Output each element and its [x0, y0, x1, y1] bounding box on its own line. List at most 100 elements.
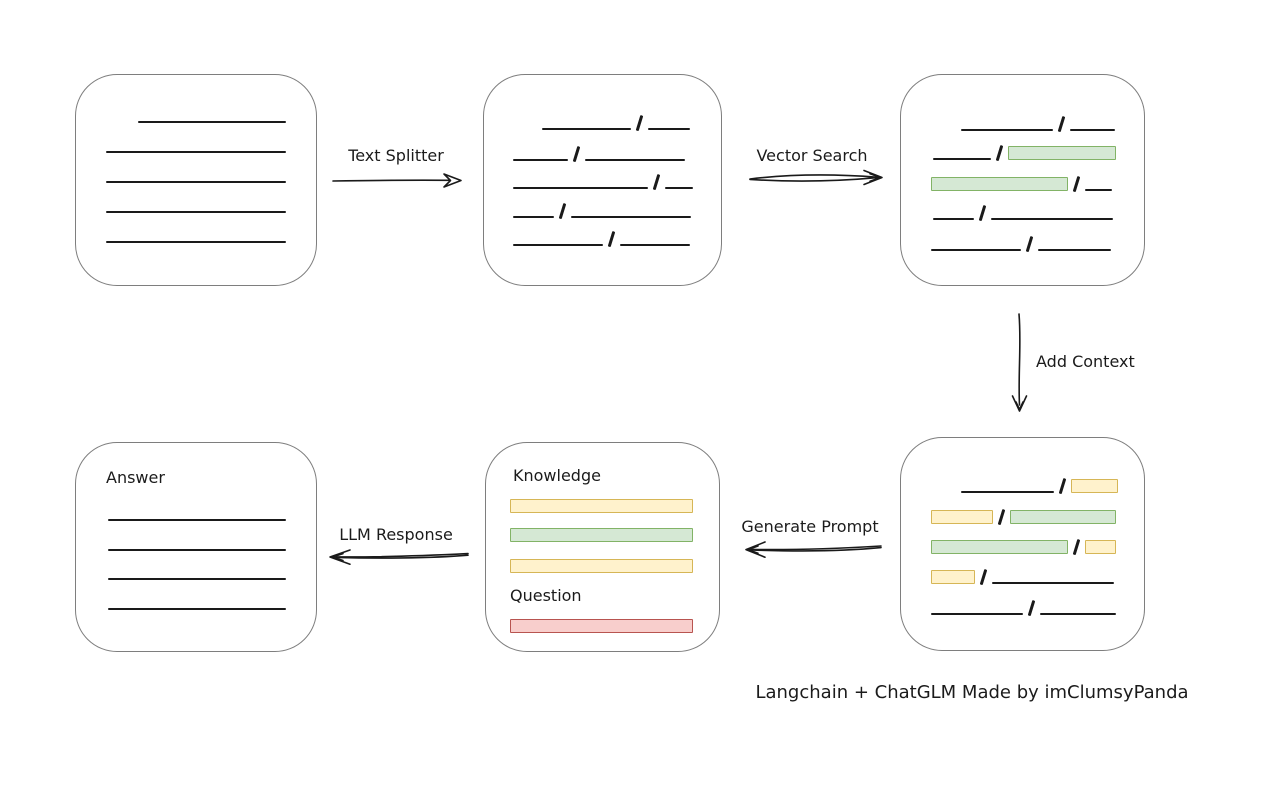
text-line: [1069, 129, 1115, 131]
highlight-yellow-bar: [510, 559, 693, 573]
context-chunks-row: [931, 507, 1116, 526]
highlight-yellow-bar: [1070, 479, 1118, 493]
highlight-yellow-bar: [510, 499, 693, 513]
knowledge-label: Knowledge: [513, 466, 601, 485]
context-chunks-box: [900, 437, 1145, 651]
text-line: [513, 159, 568, 161]
document-row: [106, 226, 286, 243]
text-line: [108, 608, 286, 610]
split-text-row: [513, 172, 693, 191]
answer-row: [108, 593, 286, 610]
text-line: [106, 241, 286, 243]
text-line: [931, 613, 1023, 615]
document-row: [106, 166, 286, 183]
text-line: [664, 187, 693, 189]
generate-prompt-arrow: [745, 541, 882, 558]
split-text-row: [542, 113, 690, 132]
llm-response-arrow: [329, 549, 469, 565]
text-line: [961, 129, 1053, 131]
llm-response-label: LLM Response: [339, 525, 453, 544]
text-line: [108, 578, 286, 580]
prompt-row: [510, 556, 693, 573]
text-line: [513, 216, 554, 218]
slash-separator: [997, 508, 1005, 526]
document-row: [106, 196, 286, 213]
text-line: [1037, 249, 1111, 251]
highlight-green-bar: [931, 540, 1068, 554]
retrieved-chunks-row: [931, 234, 1111, 253]
text-line: [933, 218, 974, 220]
text-line: [513, 244, 603, 246]
retrieved-chunks-row: [961, 114, 1115, 133]
slash-separator: [1072, 175, 1080, 193]
text-line: [106, 151, 286, 153]
answer-row: [108, 534, 286, 551]
text-line: [961, 491, 1054, 493]
slash-separator: [1025, 235, 1033, 253]
slash-separator: [572, 145, 580, 163]
question-label: Question: [510, 586, 582, 605]
text-line: [990, 218, 1113, 220]
text-line: [108, 519, 286, 521]
prompt-row: [510, 525, 693, 542]
context-chunks-row: [961, 476, 1118, 495]
text-line: [991, 582, 1114, 584]
highlight-yellow-bar: [931, 570, 975, 584]
slash-separator: [995, 144, 1003, 162]
context-chunks-row: [931, 598, 1116, 617]
text-line: [647, 128, 690, 130]
text-line: [933, 158, 991, 160]
slash-separator: [558, 202, 566, 220]
slash-separator: [1027, 599, 1035, 617]
highlight-yellow-bar: [931, 510, 993, 524]
slash-separator: [607, 230, 615, 248]
text-line: [542, 128, 631, 130]
prompt-row: [510, 616, 693, 633]
slash-separator: [1058, 477, 1066, 495]
retrieved-chunks-box: [900, 74, 1145, 286]
context-chunks-row: [931, 567, 1114, 586]
highlight-green-bar: [510, 528, 693, 542]
highlight-green-bar: [931, 177, 1068, 191]
split-text-row: [513, 144, 685, 163]
retrieved-chunks-row: [933, 203, 1113, 222]
text-line: [619, 244, 690, 246]
slash-separator: [1057, 115, 1065, 133]
vector-search-arrow: [749, 169, 883, 186]
text-line: [570, 216, 691, 218]
add-context-label: Add Context: [1036, 352, 1135, 371]
text-line: [1084, 189, 1112, 191]
text-line: [108, 549, 286, 551]
highlight-red-bar: [510, 619, 693, 633]
slash-separator: [652, 173, 660, 191]
text-line: [106, 181, 286, 183]
highlight-yellow-bar: [1084, 540, 1116, 554]
retrieved-chunks-row: [931, 174, 1112, 193]
split-text-row: [513, 201, 691, 220]
text-line: [106, 211, 286, 213]
document-row: [138, 106, 286, 123]
text-line: [584, 159, 685, 161]
prompt-row: [510, 496, 693, 513]
document-box: [75, 74, 317, 286]
answer-row: [108, 504, 286, 521]
text-line: [931, 249, 1021, 251]
answer-label: Answer: [106, 468, 165, 487]
context-chunks-row: [931, 537, 1116, 556]
prompt-box: Knowledge Question: [485, 442, 720, 652]
text-line: [138, 121, 286, 123]
vector-search-label: Vector Search: [756, 146, 868, 165]
text-splitter-arrow: [332, 173, 462, 188]
highlight-green-bar: [1007, 146, 1116, 160]
diagram-caption: Langchain + ChatGLM Made by imClumsyPand…: [755, 682, 1189, 703]
generate-prompt-label: Generate Prompt: [741, 517, 879, 536]
slash-separator: [979, 568, 987, 586]
split-text-box: [483, 74, 722, 286]
answer-box: Answer: [75, 442, 317, 652]
split-text-row: [513, 229, 690, 248]
retrieved-chunks-row: [933, 143, 1116, 162]
slash-separator: [635, 114, 643, 132]
text-line: [1039, 613, 1116, 615]
text-splitter-label: Text Splitter: [348, 146, 444, 165]
